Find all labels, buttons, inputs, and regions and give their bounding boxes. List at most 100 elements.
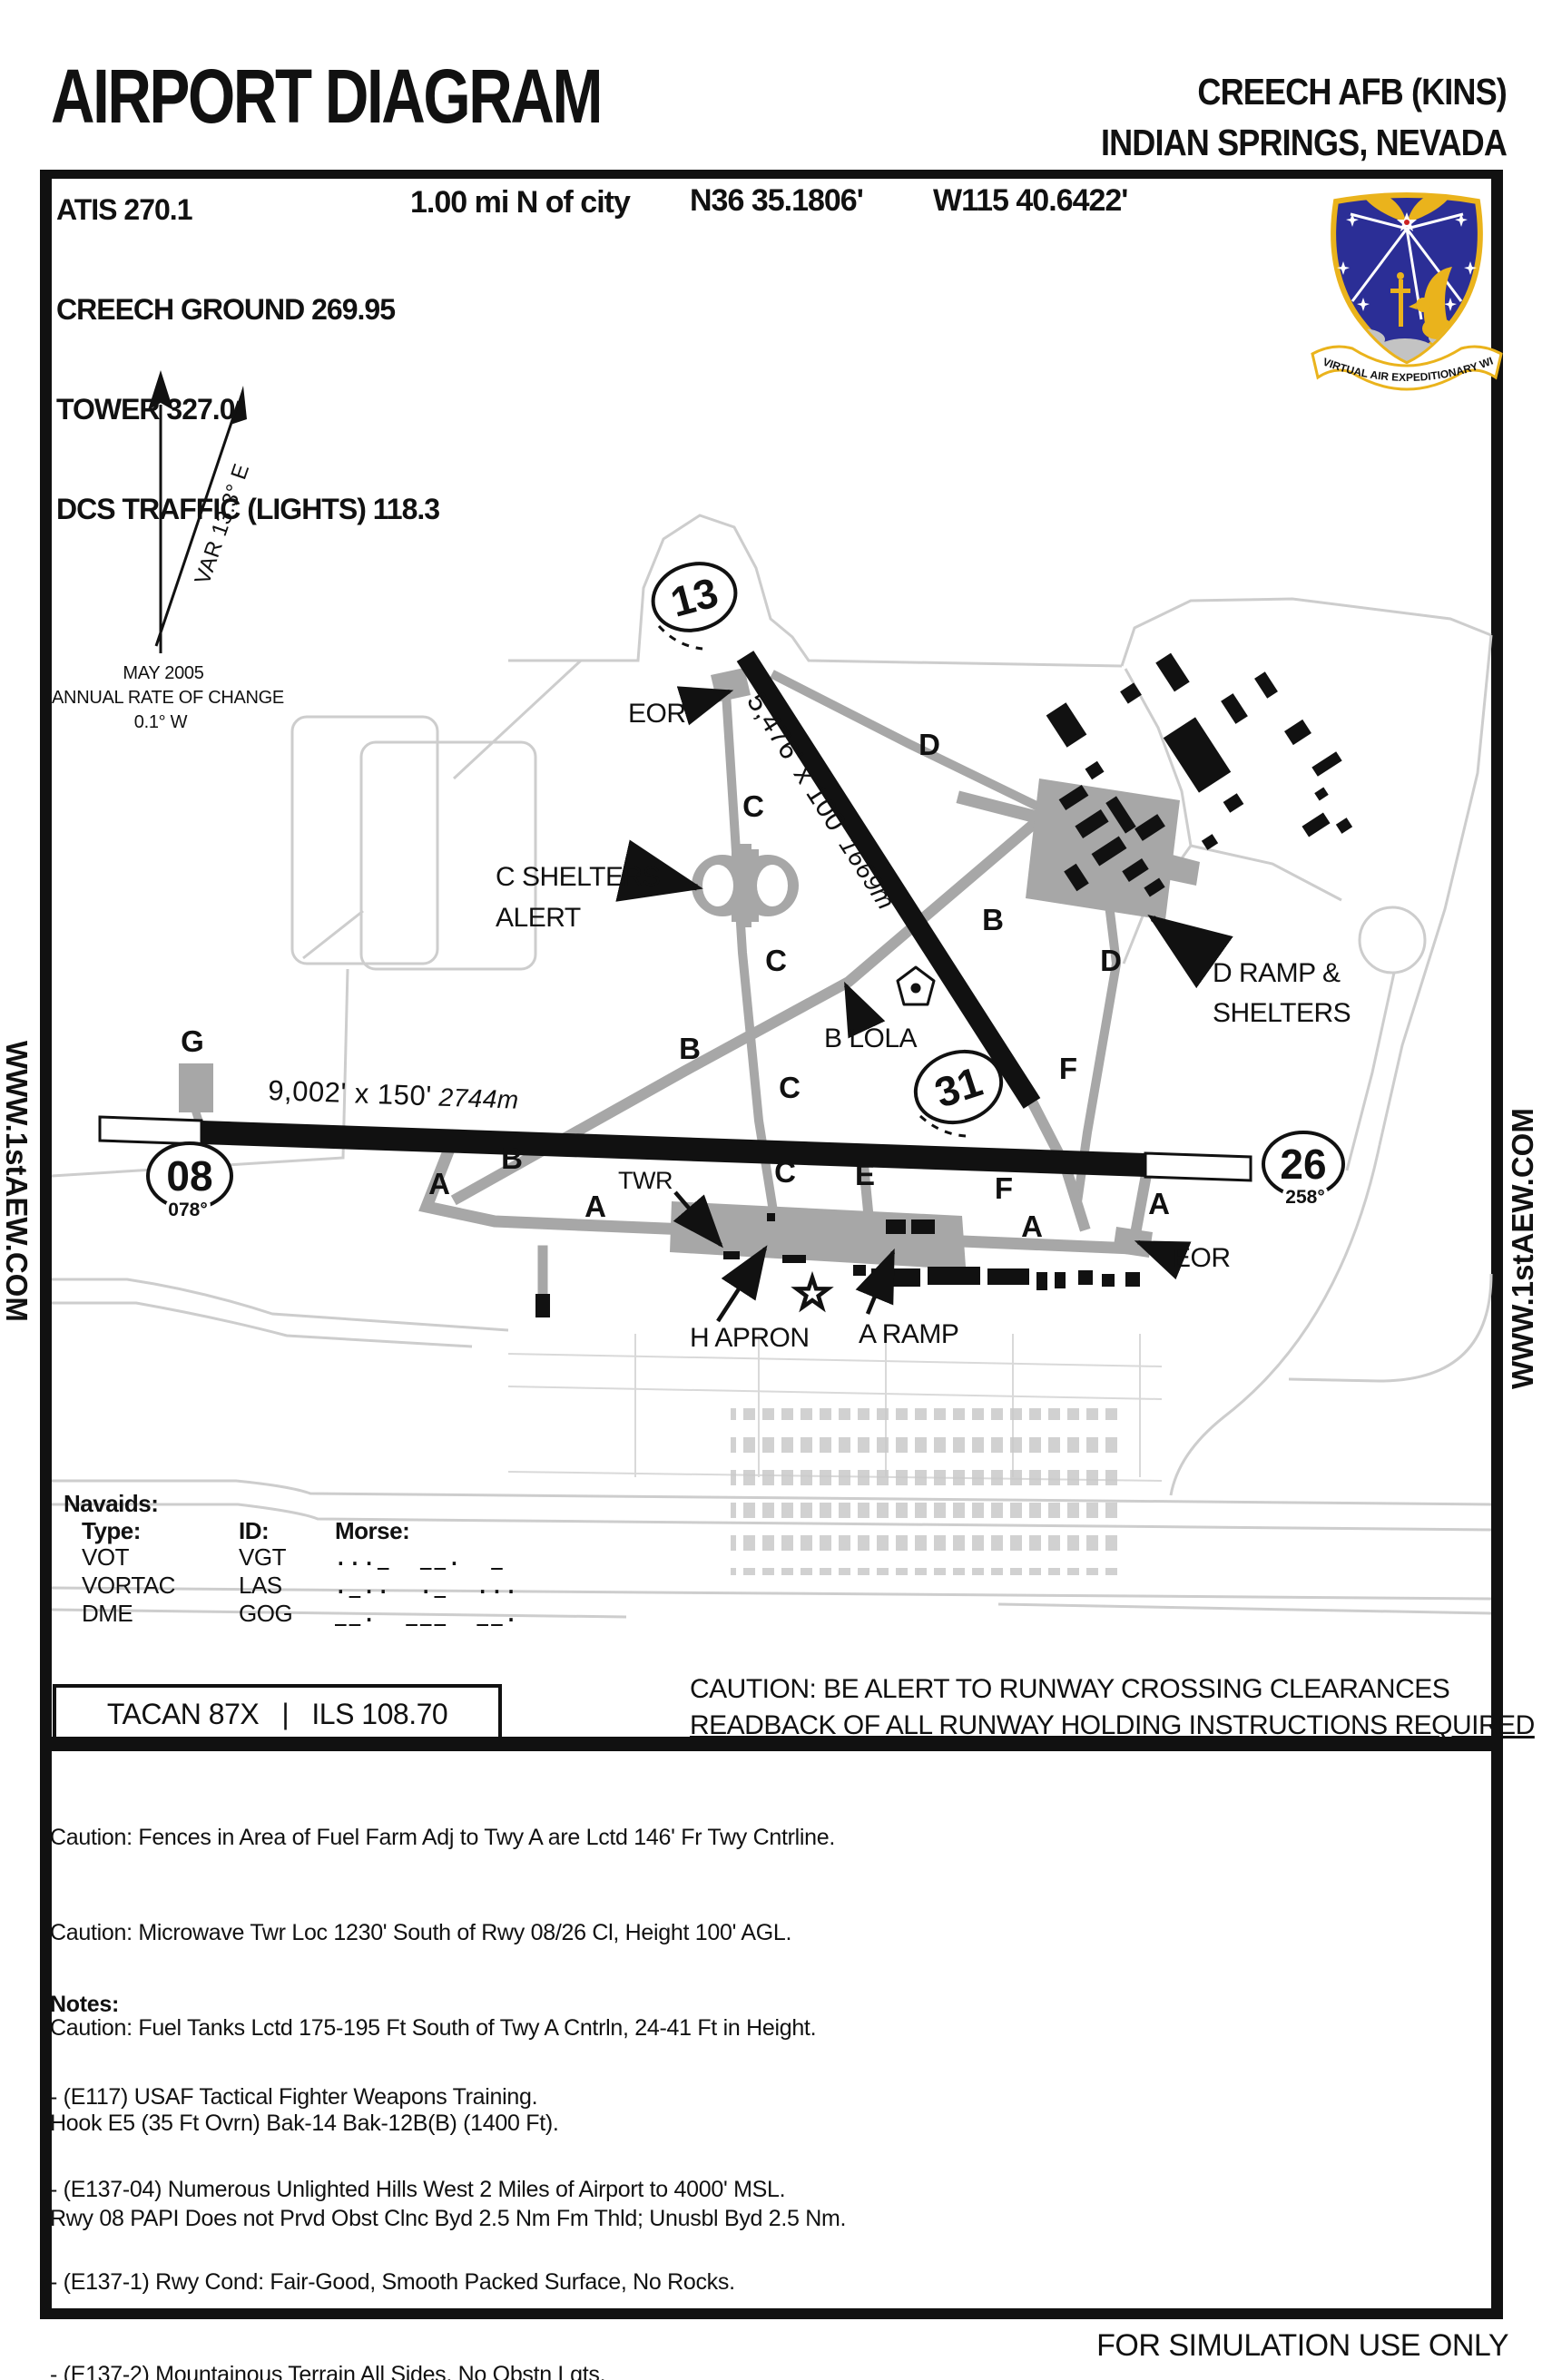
taxiway-e bbox=[857, 1153, 875, 1222]
runway-crossing-caution-1: CAUTION: BE ALERT TO RUNWAY CROSSING CLE… bbox=[690, 1674, 1450, 1704]
background-roads bbox=[51, 514, 1493, 1619]
d-ramp-shelters bbox=[1058, 784, 1165, 897]
latitude: N36 35.1806' bbox=[690, 183, 864, 218]
runway-08-heading: 078° bbox=[168, 1200, 207, 1220]
dcs-traffic-frequency: DCS TRAFFIC (LIGHTS) 118.3 bbox=[56, 493, 440, 525]
taxiway-letter-c1: C bbox=[742, 789, 764, 823]
housing-grid bbox=[731, 1408, 1121, 1575]
navaid-type: VORTAC bbox=[82, 1572, 175, 1599]
taxiway-letter-c3: C bbox=[779, 1071, 801, 1104]
navaid-type: VOT bbox=[82, 1543, 129, 1571]
navaid-type: DME bbox=[82, 1600, 133, 1627]
chart-frame bbox=[40, 170, 1503, 2319]
h-apron-label: H APRON bbox=[690, 1323, 810, 1353]
taxiway-letter-a3: A bbox=[1021, 1210, 1043, 1243]
svg-text:26: 26 bbox=[1280, 1141, 1326, 1188]
d-ramp-arrow bbox=[1147, 914, 1233, 989]
airfield-map: VAR 13.3° E MAY 2005 ANNUAL RATE OF CHAN… bbox=[51, 370, 1493, 1619]
runway-31-marker: 31 bbox=[913, 1049, 1004, 1125]
ramps bbox=[179, 668, 1200, 1268]
note-line: - (E117) USAF Tactical Fighter Weapons T… bbox=[50, 2084, 538, 2110]
d-ramp-arm bbox=[956, 790, 1050, 827]
runway-26-marker: 26 258° bbox=[1262, 1131, 1345, 1211]
caution-line: Rwy 08 PAPI Does not Prvd Obst Clnc Byd … bbox=[50, 2206, 847, 2231]
taxiway-letter-b3: B bbox=[982, 903, 1004, 936]
eor-right-label: EOR bbox=[1173, 1243, 1231, 1273]
longitude: W115 40.6422' bbox=[933, 183, 1128, 218]
caution-line: Caution: Fences in Area of Fuel Farm Adj… bbox=[50, 1825, 835, 1850]
runway-08-26-dimensions: 9,002' x 150'2744m bbox=[268, 1074, 520, 1115]
buildings-ne bbox=[1046, 652, 1353, 850]
navaid-id: VGT bbox=[239, 1543, 286, 1571]
runway-26-overrun bbox=[1144, 1151, 1252, 1182]
navaids-col-type: Type: bbox=[82, 1517, 141, 1544]
a-ramp-buildings bbox=[535, 1213, 1140, 1317]
runway-13-marker: 13 bbox=[651, 562, 738, 632]
caution-line: Caution: Microwave Twr Loc 1230' South o… bbox=[50, 1920, 792, 1945]
taxiway-letter-d1: D bbox=[918, 728, 940, 761]
callout-arrows bbox=[615, 686, 1233, 1323]
compass-date: MAY 2005 bbox=[123, 663, 203, 683]
compass-rate-value: 0.1° W bbox=[134, 712, 188, 732]
d-ramp-label-2: SHELTERS bbox=[1213, 998, 1351, 1028]
wing-emblem: 1st VIRTUAL AIR EXPEDITIONARY WING bbox=[1305, 181, 1503, 391]
page-title: AIRPORT DIAGRAM bbox=[51, 54, 604, 139]
rwy0826-dim-ft: 9,002' x 150' bbox=[268, 1074, 432, 1112]
tower-frequency: TOWER 327.0 bbox=[56, 393, 235, 426]
runway-26-heading: 258° bbox=[1285, 1187, 1324, 1208]
emblem-griffin bbox=[1390, 267, 1453, 339]
cautions-block: Caution: Fences in Area of Fuel Farm Adj… bbox=[50, 1758, 847, 2298]
ground-frequency: CREECH GROUND 269.95 bbox=[56, 293, 396, 326]
c-shelters-area bbox=[692, 844, 799, 927]
taxiway-letter-e: E bbox=[855, 1158, 875, 1191]
variation-arrow bbox=[154, 400, 241, 647]
b-lola-arrow bbox=[843, 981, 886, 1039]
atis-frequency: ATIS 270.1 bbox=[56, 193, 192, 226]
eor-pad-east bbox=[1113, 1227, 1153, 1258]
airport-city: INDIAN SPRINGS, NEVADA bbox=[1100, 122, 1508, 163]
rwy13-dashes bbox=[657, 624, 703, 651]
eor-right-arrow bbox=[1134, 1239, 1192, 1280]
emblem-stars bbox=[1337, 213, 1477, 311]
comm-frequencies: ATIS 270.1 CREECH GROUND 269.95 TOWER 32… bbox=[56, 185, 440, 534]
taxiway-letter-f1: F bbox=[1059, 1052, 1077, 1085]
notes-block: Notes: - (E117) USAF Tactical Fighter We… bbox=[50, 1927, 1404, 2380]
emblem-wings bbox=[1362, 195, 1451, 222]
taxiway-letters: A A A A B B B C C C C D D E F F G bbox=[181, 728, 1170, 1243]
h-apron-arrow bbox=[716, 1245, 768, 1323]
eor-top-arrow bbox=[676, 686, 734, 726]
twr-label: TWR bbox=[618, 1167, 673, 1194]
navaid-morse: ..._ __. _ bbox=[335, 1548, 506, 1570]
runway-13-31 bbox=[736, 651, 1041, 1109]
compass-rate-label: ANNUAL RATE OF CHANGE bbox=[52, 688, 284, 708]
note-line: - (E137-04) Numerous Unlighted Hills Wes… bbox=[50, 2177, 786, 2202]
a-ramp-label: A RAMP bbox=[859, 1319, 958, 1349]
twr-arrow bbox=[673, 1190, 723, 1249]
watermark-right: WWW.1stAEW.COM bbox=[1506, 1108, 1539, 1389]
navaid-morse: __. ___ __. bbox=[335, 1604, 520, 1626]
rwy31-dashes bbox=[918, 1114, 967, 1138]
taxiway-letter-d2: D bbox=[1100, 944, 1122, 977]
note-line: - (E137-2) Mountainous Terrain All Sides… bbox=[50, 2362, 606, 2380]
c-shelters-label-1: C SHELTERS bbox=[496, 862, 660, 892]
north-arrow-head bbox=[148, 370, 173, 410]
taxiway-letter-b1: B bbox=[501, 1141, 523, 1175]
helipad-symbol bbox=[896, 965, 936, 1006]
navaids-title: Navaids: bbox=[64, 1490, 159, 1517]
c-shelters-arrow bbox=[615, 839, 703, 902]
svg-text:08: 08 bbox=[166, 1152, 212, 1200]
taxiway-letter-c2: C bbox=[765, 944, 787, 977]
navaid-morse: ._.. ._ ... bbox=[335, 1576, 520, 1598]
runway-08-26 bbox=[201, 1121, 1145, 1177]
distance-from-city: 1.00 mi N of city bbox=[410, 185, 631, 220]
runway-crossing-caution-2: READBACK OF ALL RUNWAY HOLDING INSTRUCTI… bbox=[690, 1710, 1535, 1740]
notes-title: Notes: bbox=[50, 1992, 119, 2017]
taxiway-d-north bbox=[770, 670, 1050, 816]
taxiway-letter-g: G bbox=[181, 1024, 204, 1058]
taxiway-letter-a1: A bbox=[428, 1167, 450, 1200]
taxiway-letter-f2: F bbox=[995, 1171, 1013, 1205]
tower-building bbox=[723, 1251, 740, 1259]
